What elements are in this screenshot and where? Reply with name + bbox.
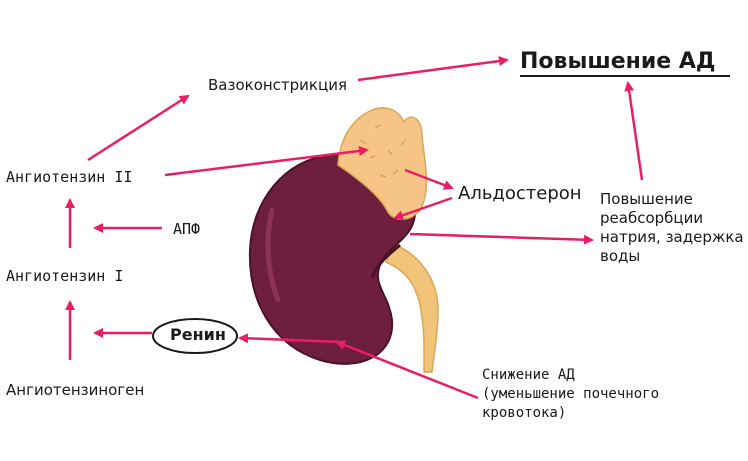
label-angiotensin-2: Ангиотензин II <box>6 168 133 186</box>
reabsorption-line-4: воды <box>600 247 641 265</box>
arrow-angiotensin2-to-adrenal <box>164 146 369 177</box>
renin-ellipse <box>152 318 238 354</box>
reabsorption-line-3: натрия, задержка <box>600 228 744 246</box>
title-bp-increase: Повышение АД <box>520 49 716 74</box>
arrow-kidney-to-reabsorption <box>409 232 594 245</box>
label-bp-decrease: Снижение АД (уменьшение почечного кровот… <box>482 366 659 423</box>
bp-decrease-line-1: Снижение АД <box>482 367 575 383</box>
label-angiotensin-1: Ангиотензин I <box>6 267 124 285</box>
arrow-reabsorption-to-bp-increase <box>624 81 644 181</box>
reabsorption-line-1: Повышение <box>600 190 693 208</box>
bp-decrease-line-3: кровотока) <box>482 405 567 421</box>
label-angiotensinogen: Ангиотензиноген <box>6 381 145 399</box>
kidney-highlight <box>265 207 281 303</box>
arrow-adrenal-to-aldosterone <box>404 168 454 190</box>
label-ace: АПФ <box>173 220 201 238</box>
bp-decrease-line-2: (уменьшение почечного <box>482 386 660 402</box>
arrow-vasoconstriction-to-bp-increase <box>357 56 509 82</box>
reabsorption-line-2: реабсорбции <box>600 209 704 227</box>
label-vasoconstriction: Вазоконстрикция <box>208 76 347 94</box>
arrows <box>65 56 644 400</box>
label-reabsorption: Повышение реабсорбции натрия, задержка в… <box>600 190 744 266</box>
label-renin: Ренин <box>170 325 226 344</box>
arrow-aldosterone-to-kidney <box>393 196 453 221</box>
ureter <box>384 244 439 373</box>
arrow-kidney-to-renin <box>238 333 341 344</box>
arrow-angiotensin2-to-vasoconstriction <box>87 94 190 162</box>
kidney-hilum-shade <box>370 243 401 279</box>
label-aldosterone: Альдостерон <box>458 183 582 204</box>
adrenal-texture <box>359 124 406 178</box>
adrenal-gland <box>337 107 428 220</box>
arrow-bp-decrease-to-kidney <box>335 340 479 400</box>
